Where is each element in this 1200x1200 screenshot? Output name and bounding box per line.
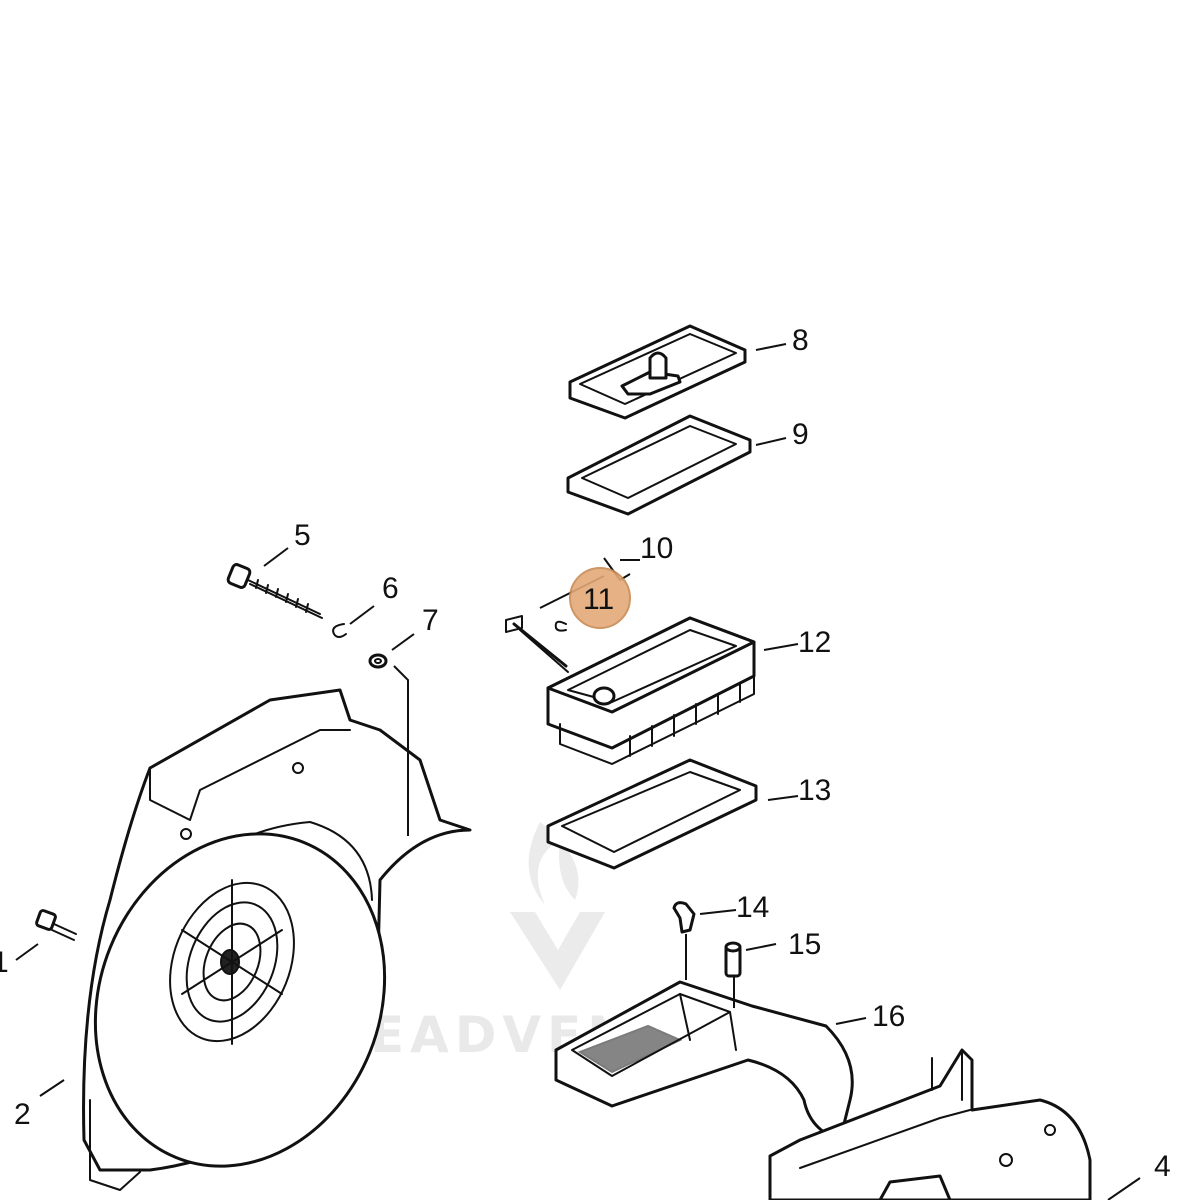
callout-label-13: 13	[798, 774, 831, 807]
callout-11-highlight	[569, 567, 631, 629]
callout-labels: 8 9 10 11 12 13 14 15 16 4 5 6 7 1 2	[0, 324, 1171, 1183]
part-5-bolt	[226, 563, 323, 619]
part-9-gasket	[566, 414, 752, 516]
callout-label-9: 9	[792, 418, 809, 451]
part-14-fitting	[672, 901, 696, 934]
part-4-housing	[768, 1048, 1092, 1200]
callout-label-16: 16	[872, 1000, 905, 1033]
part-6-clip	[332, 623, 347, 638]
leader-lines	[15, 343, 1141, 1200]
part-13-gasket	[546, 758, 758, 870]
callout-label-4: 4	[1154, 1150, 1171, 1183]
part-11-pin	[505, 615, 569, 673]
callout-label-14: 14	[736, 891, 769, 924]
part-16-duct	[554, 980, 854, 1142]
part-12-housing	[546, 616, 756, 765]
callout-label-1: 1	[0, 946, 9, 979]
part-15-valve	[724, 941, 742, 978]
callout-label-11: 11	[583, 583, 614, 616]
callout-label-12: 12	[798, 626, 831, 659]
part-8-cover	[568, 324, 747, 420]
callout-label-2: 2	[14, 1098, 31, 1131]
part-1-screw	[35, 909, 77, 941]
part-2-fan-housing	[82, 688, 472, 1191]
callout-label-6: 6	[382, 572, 399, 605]
callout-label-15: 15	[788, 928, 821, 961]
callout-label-8: 8	[792, 324, 809, 357]
callout-label-10: 10	[640, 532, 673, 565]
callout-label-7: 7	[422, 604, 439, 637]
callout-label-5: 5	[294, 519, 311, 552]
part-7-washer	[368, 653, 388, 669]
